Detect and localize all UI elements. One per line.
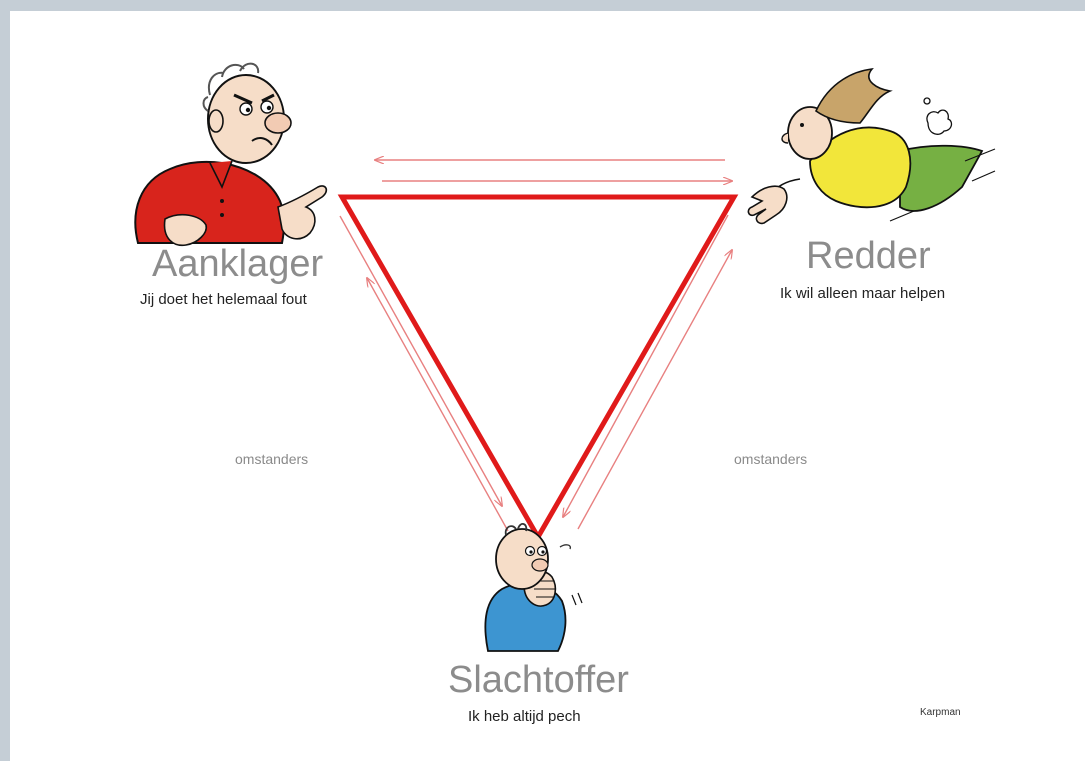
aanklager-title: Aanklager [152,243,324,285]
slachtoffer-subtitle: Ik heb altijd pech [468,708,581,725]
arrow-redder-to-slachtoffer [563,214,729,517]
karpman-credit: Karpman [920,707,961,718]
slachtoffer-title: Slachtoffer [448,659,629,701]
arrow-slachtoffer-to-redder [577,250,732,530]
arrow-slachtoffer-to-aanklager [367,278,509,532]
rescuer-character [747,67,996,225]
diagram-canvas: Aanklager Jij doet het helemaal fout Red… [10,11,1085,761]
omstanders-right-label: omstanders [734,451,808,467]
arrow-aanklager-to-slachtoffer [339,215,502,506]
karpman-drama-triangle [134,62,996,652]
drama-triangle [337,194,739,543]
omstanders-left-label: omstanders [235,451,309,467]
redder-title: Redder [806,235,931,277]
aanklager-subtitle: Jij doet het helemaal fout [140,291,307,308]
redder-subtitle: Ik wil alleen maar helpen [780,285,946,302]
accuser-character [134,62,328,247]
victim-character [484,523,583,652]
